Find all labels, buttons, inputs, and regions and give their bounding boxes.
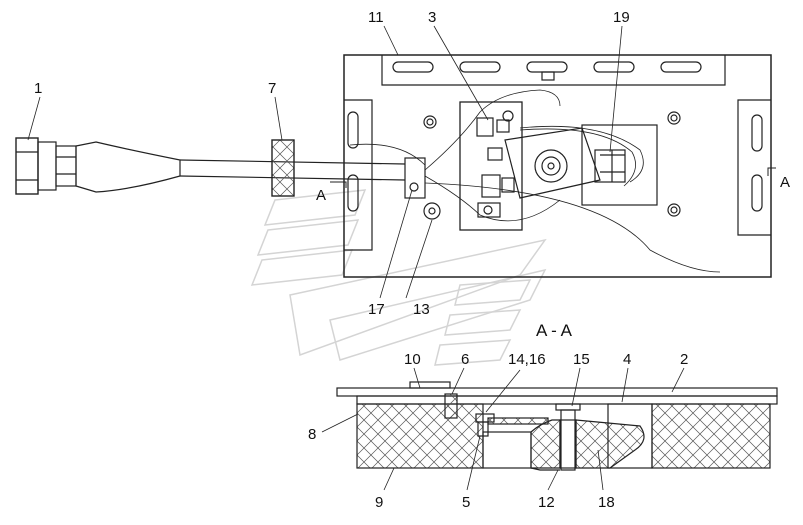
section-marker-left: A [316, 187, 326, 204]
callout-18: 18 [598, 494, 615, 511]
callout-19: 19 [613, 9, 630, 26]
mounting-plate [343, 54, 772, 278]
callout-2: 2 [680, 351, 688, 368]
callout-7: 7 [268, 80, 276, 97]
connector-plug [15, 137, 181, 195]
callout-12: 12 [538, 494, 555, 511]
callout-6: 6 [461, 351, 469, 368]
callout-labels: 1 7 11 3 19 17 13 10 6 14,16 15 4 2 8 9 … [34, 9, 790, 511]
callout-8: 8 [308, 426, 316, 443]
section-view [321, 367, 778, 491]
callout-13: 13 [413, 301, 430, 318]
top-view [15, 25, 776, 299]
callout-11: 11 [368, 9, 384, 26]
section-title: A - A [536, 321, 573, 340]
callout-3: 3 [428, 9, 436, 26]
section-marker-right: A [780, 174, 790, 191]
callout-14-16: 14,16 [508, 351, 546, 368]
circuit-board [459, 101, 523, 231]
callout-1: 1 [34, 80, 42, 97]
grommet [271, 139, 295, 197]
watermark-logo [250, 189, 547, 366]
callout-15: 15 [573, 351, 590, 368]
callout-10: 10 [404, 351, 421, 368]
callout-9: 9 [375, 494, 383, 511]
callout-5: 5 [462, 494, 470, 511]
callout-17: 17 [368, 301, 385, 318]
callout-4: 4 [623, 351, 631, 368]
